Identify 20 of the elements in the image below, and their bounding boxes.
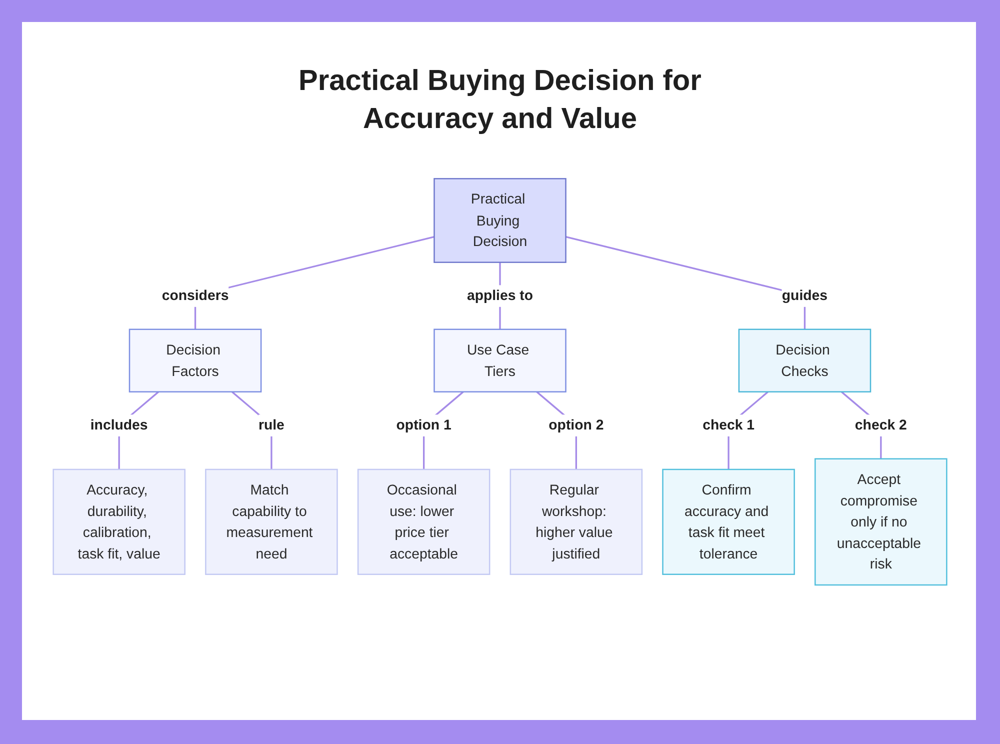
edge-label: applies to xyxy=(466,285,534,306)
edge-label: check 1 xyxy=(702,414,754,436)
process-box: Accept compromise only if no unacceptable risk xyxy=(814,458,948,586)
edge-label: considers xyxy=(162,285,229,306)
process-box: Practical Buying Decision xyxy=(434,178,566,263)
edge-label: includes xyxy=(90,414,148,436)
connector-line xyxy=(566,236,806,330)
edge-label: check 2 xyxy=(854,414,907,436)
edge-label: rule xyxy=(258,414,284,436)
process-box: Use Case Tiers xyxy=(434,328,566,392)
process-box: Decision Factors xyxy=(128,328,262,392)
process-box: Confirm accuracy and task fit meet tolerance xyxy=(662,468,795,575)
edge-label: option 2 xyxy=(548,414,604,436)
process-box: Decision Checks xyxy=(738,328,872,392)
diagram-title: Practical Buying Decision for Accuracy and Value xyxy=(298,64,702,137)
process-box: Regular workshop: higher value justified xyxy=(510,468,643,575)
process-box: Match capability to measurement need xyxy=(205,468,338,575)
process-box: Accuracy, durability, calibration, task fit, value xyxy=(52,468,186,575)
process-box: Occasional use: lower price tier acceptable xyxy=(357,468,490,575)
edge-label: option 1 xyxy=(396,414,452,436)
